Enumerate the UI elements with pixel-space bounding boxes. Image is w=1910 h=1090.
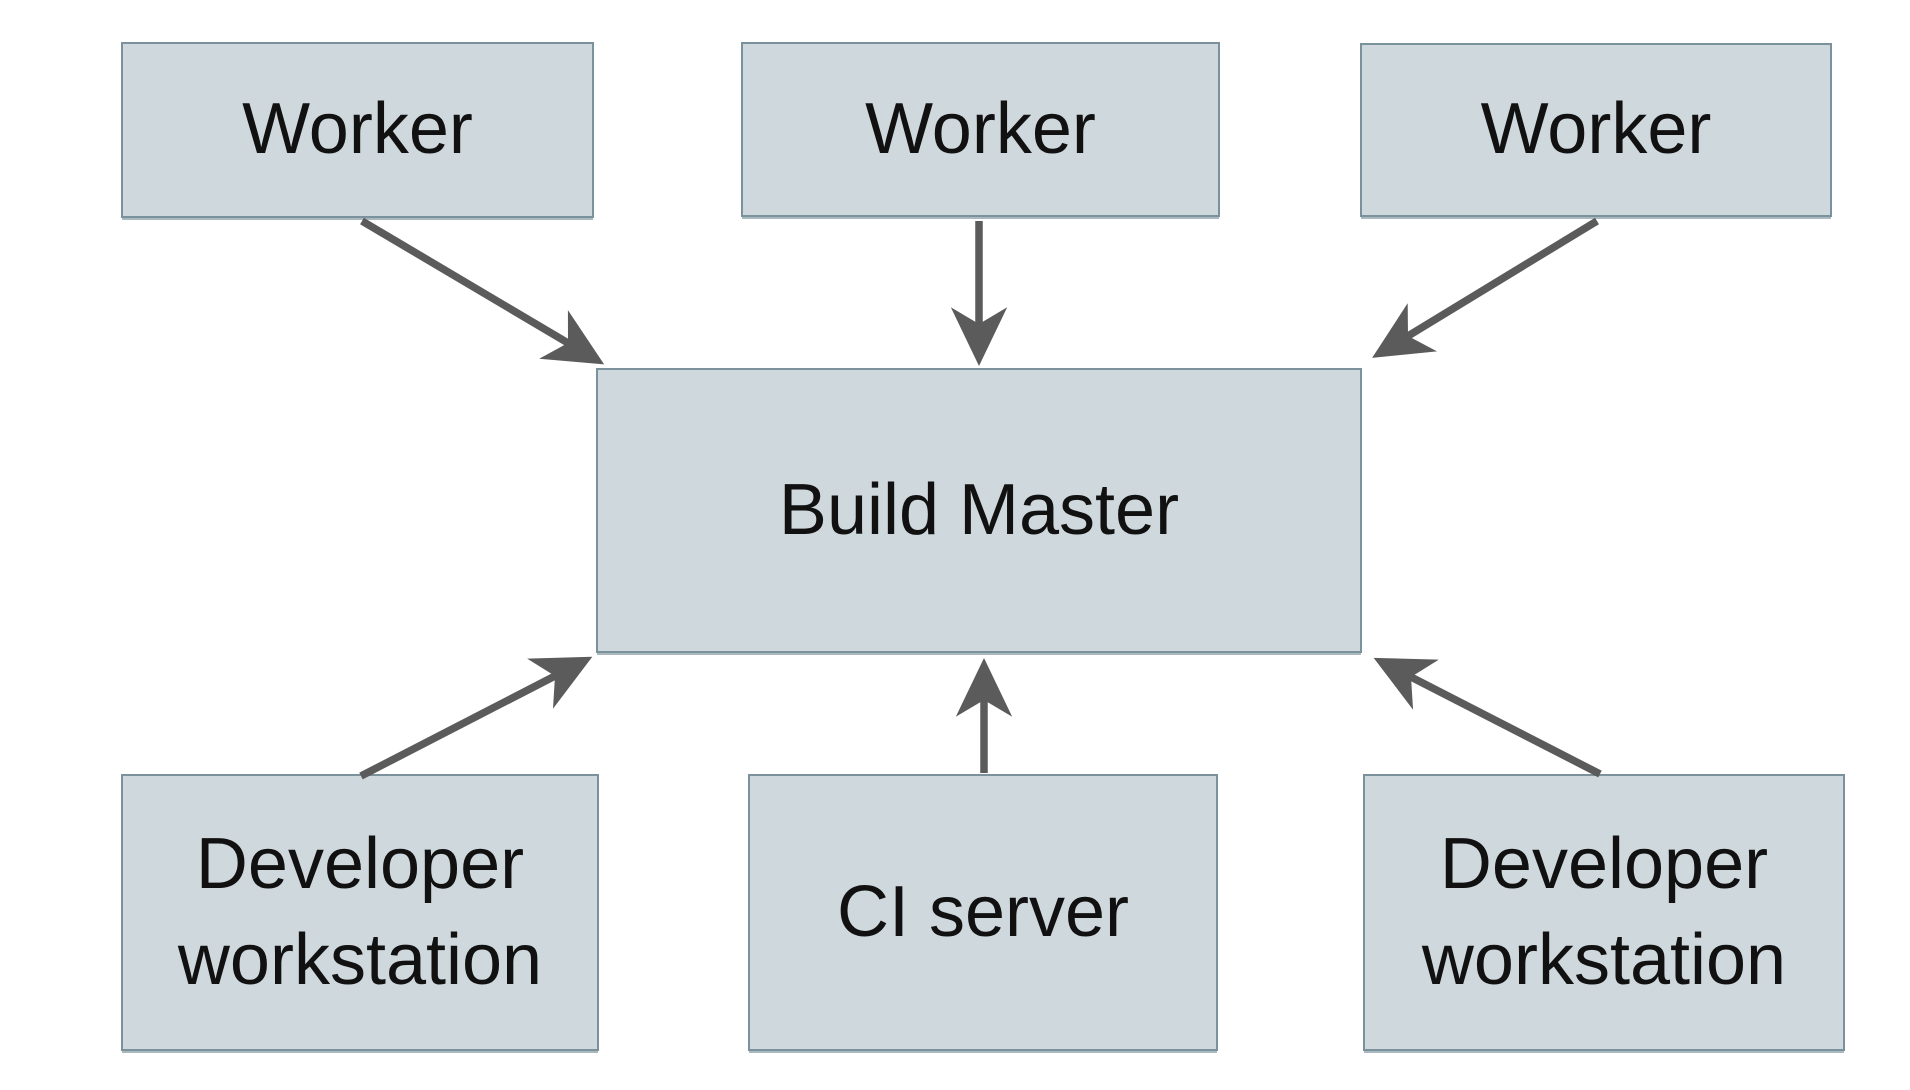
node-worker-1-label: Worker xyxy=(242,89,473,170)
arrow-worker-1-to-build-master xyxy=(360,217,605,365)
arrow-dev-workstation-right-to-build-master xyxy=(1373,657,1602,778)
arrow-worker-3-to-build-master xyxy=(1372,217,1599,358)
arrow-dev-workstation-left-to-build-master xyxy=(359,656,593,780)
node-ci-server-label: CI server xyxy=(836,871,1130,952)
node-worker-2: Worker xyxy=(741,42,1220,217)
node-ci-server: CI server xyxy=(748,774,1218,1051)
node-worker-3: Worker xyxy=(1360,43,1832,217)
node-worker-3-label: Worker xyxy=(1480,89,1712,170)
node-developer-workstation-right: Developer workstation xyxy=(1363,774,1845,1051)
node-build-master-label: Build Master xyxy=(778,469,1180,550)
node-worker-2-label: Worker xyxy=(865,88,1096,169)
node-developer-workstation-left-label: Developer workstation xyxy=(177,823,543,1000)
node-worker-1: Worker xyxy=(121,42,594,218)
node-developer-workstation-right-label: Developer workstation xyxy=(1421,823,1787,1000)
node-build-master: Build Master xyxy=(596,368,1362,653)
node-developer-workstation-left: Developer workstation xyxy=(121,774,599,1051)
